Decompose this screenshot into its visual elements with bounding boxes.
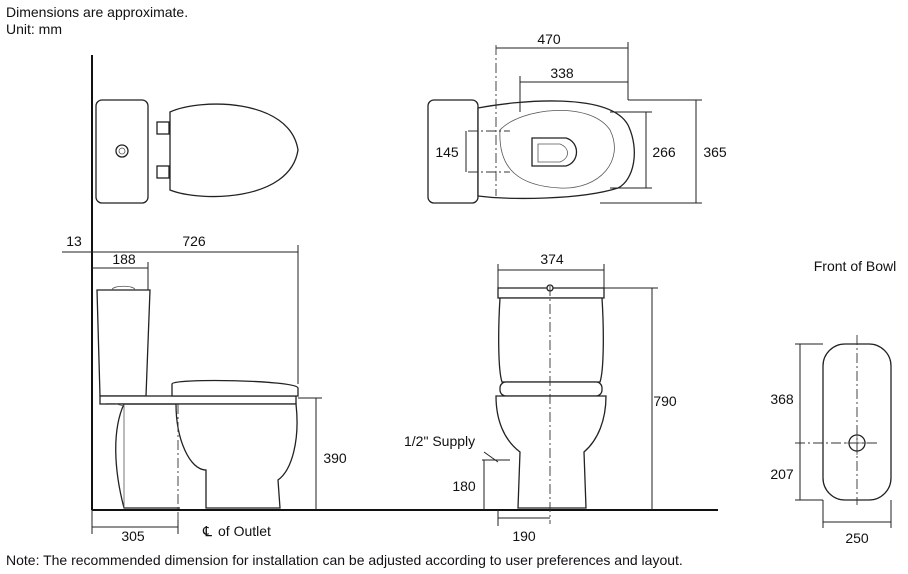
dim-seat-height: 390 [323, 450, 347, 466]
dim-tank-width: 374 [540, 251, 564, 267]
outlet-label: of Outlet [218, 523, 271, 539]
footer-note: Note: The recommended dimension for inst… [6, 552, 683, 568]
dim-front-upper: 368 [770, 391, 794, 407]
flush-button-icon [115, 144, 129, 158]
dim-tank-depth: 188 [112, 251, 136, 267]
dim-outlet-distance: 305 [121, 528, 145, 544]
side-dimensions [62, 245, 322, 534]
front-bowl [495, 395, 607, 509]
hinge-lower [156, 165, 170, 179]
header-note: Dimensions are approximate. [6, 4, 189, 20]
dim-overall-depth: 365 [703, 144, 727, 160]
side-bowl [106, 403, 298, 509]
dim-front-lower: 207 [770, 466, 794, 482]
dim-bowl-width: 338 [550, 65, 574, 81]
side-seat [171, 379, 299, 397]
front-tank-lid [497, 287, 605, 299]
side-elevation [96, 285, 299, 520]
front-dimensions [482, 264, 658, 526]
front-elevation [495, 284, 607, 524]
top-view-side [95, 99, 299, 204]
dim-bolt-spacing: 145 [435, 144, 459, 160]
front-tank [498, 297, 604, 383]
front-of-bowl-label: Front of Bowl [814, 258, 896, 274]
unit-note: Unit: mm [6, 21, 62, 37]
side-rim [99, 395, 297, 405]
supply-label: 1/2" Supply [404, 433, 475, 449]
dim-overall-height: 790 [653, 393, 677, 409]
dim-overall-length: 726 [182, 233, 206, 249]
centerline-symbol: ℄ [202, 523, 212, 539]
dim-bowl-depth: 266 [652, 144, 676, 160]
plan-bowl-rim [499, 110, 615, 189]
plan-dimensions [465, 42, 702, 204]
dim-supply-offset: 190 [512, 528, 536, 544]
dim-wall-gap: 13 [66, 233, 82, 249]
dim-supply-height: 180 [452, 478, 476, 494]
front-of-bowl-view [795, 335, 892, 528]
side-tank [96, 289, 151, 397]
dim-top-width: 470 [537, 31, 561, 47]
top-view-plan [427, 45, 635, 204]
dim-front-width: 250 [845, 530, 869, 546]
front-seat [499, 381, 603, 397]
hinge-upper [156, 121, 170, 135]
top-view-seat [169, 103, 299, 198]
